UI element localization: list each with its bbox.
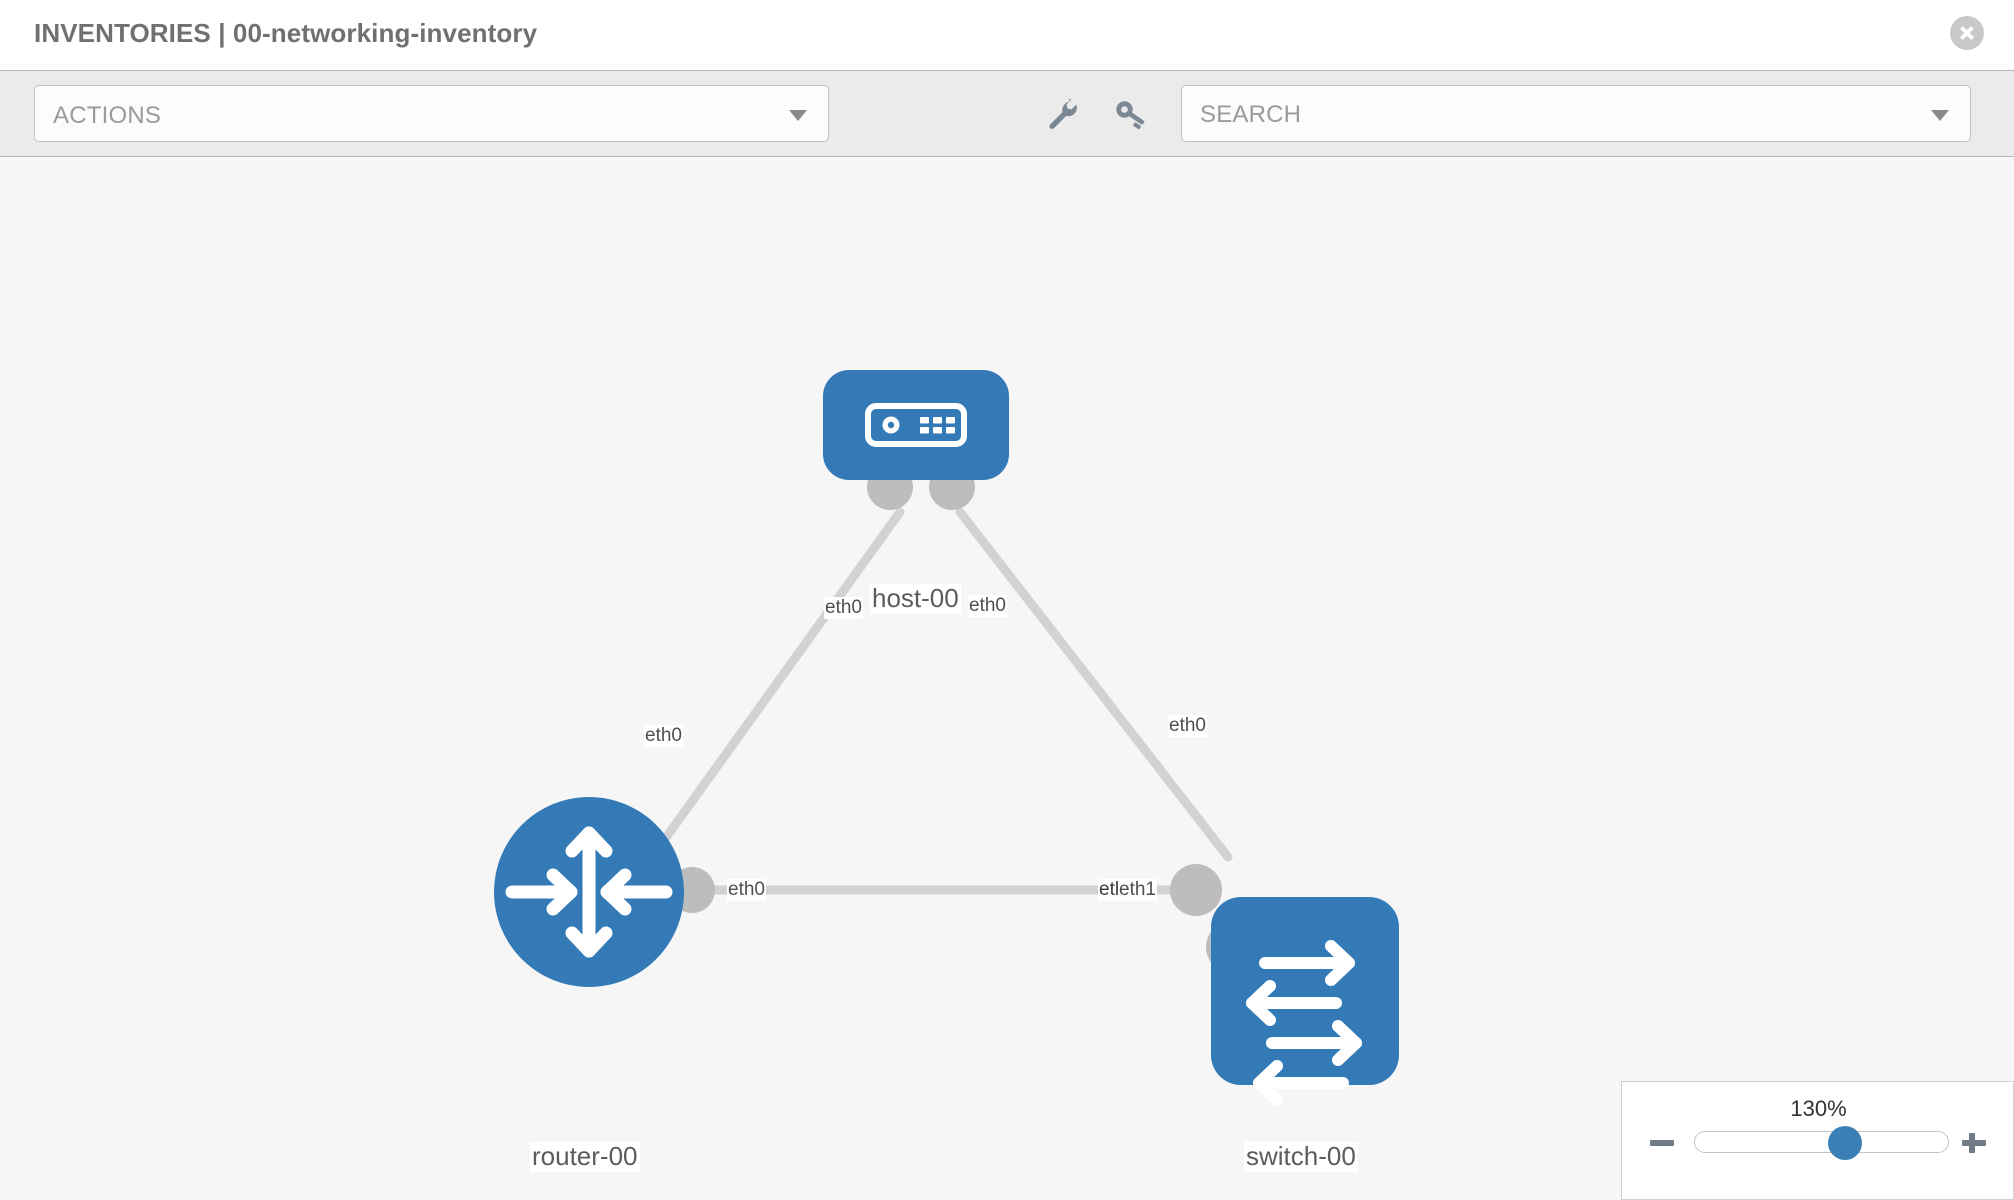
topology-edges xyxy=(647,507,1233,895)
node-switch-00 xyxy=(1211,897,1399,1106)
edge-host-switch xyxy=(955,507,1233,862)
iface-label: eth0 xyxy=(824,597,863,619)
iface-label: eth0 xyxy=(1168,715,1207,737)
iface-label: eth1 xyxy=(1118,879,1157,901)
actions-dropdown[interactable]: ACTIONS xyxy=(34,85,829,142)
switch-arrows-icon xyxy=(1246,940,1362,1106)
zoom-in-button[interactable] xyxy=(1960,1129,1988,1157)
zoom-level-value: 130% xyxy=(1790,1096,1847,1121)
edge-router-host xyxy=(647,507,905,862)
node-router-00 xyxy=(494,797,684,987)
node-label-switch: switch-00 xyxy=(1244,1141,1358,1172)
chevron-down-icon xyxy=(789,110,807,121)
router-arrows-icon xyxy=(505,826,673,958)
node-host-00 xyxy=(823,370,1009,480)
topology-canvas[interactable]: eth0 eth0 eth0 eth0 eth0 eth eth1 host-0… xyxy=(0,157,2014,1200)
iface-label: eth0 xyxy=(727,879,766,901)
zoom-control-panel: 130% xyxy=(1621,1081,2014,1200)
connector-switch-west xyxy=(1170,864,1222,916)
chevron-down-icon[interactable] xyxy=(1931,110,1949,121)
page-header: INVENTORIES | 00-networking-inventory xyxy=(0,0,2014,71)
close-icon[interactable] xyxy=(1950,16,1984,50)
actions-dropdown-label: ACTIONS xyxy=(53,102,162,129)
zoom-out-button[interactable] xyxy=(1648,1129,1676,1157)
topology-graph xyxy=(494,370,1399,1106)
zoom-slider-thumb[interactable] xyxy=(1827,1126,1862,1160)
iface-label: eth0 xyxy=(968,595,1007,617)
node-label-host: host-00 xyxy=(870,583,961,614)
wrench-icon[interactable] xyxy=(1043,95,1081,133)
iface-label: eth0 xyxy=(644,725,683,747)
node-label-router: router-00 xyxy=(530,1141,640,1172)
search-field[interactable] xyxy=(1181,85,1971,143)
toolbar: ACTIONS xyxy=(0,71,2014,157)
key-icon[interactable] xyxy=(1111,95,1149,133)
server-icon xyxy=(865,403,967,447)
page-title: INVENTORIES | 00-networking-inventory xyxy=(34,18,538,48)
search-input[interactable] xyxy=(1198,86,1902,143)
zoom-slider-track[interactable] xyxy=(1694,1126,1949,1160)
